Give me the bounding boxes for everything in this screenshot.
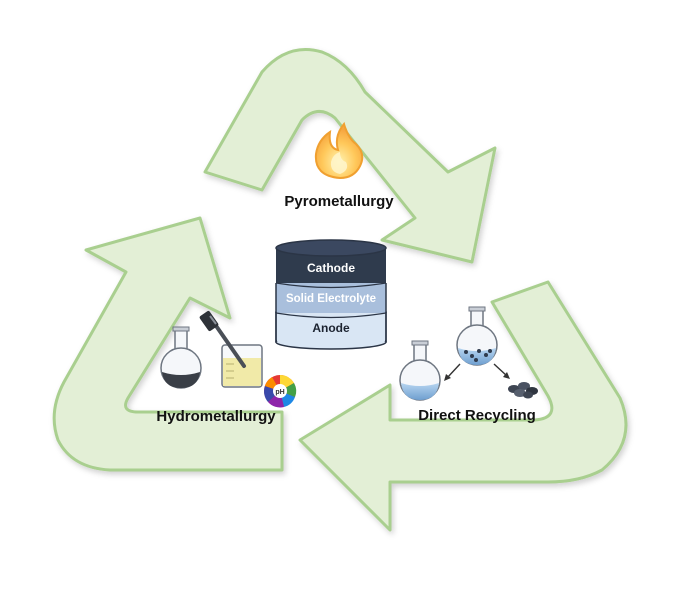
hydro-glassware: pH	[160, 310, 297, 408]
electrolyte-label: Solid Electrolyte	[286, 293, 376, 305]
recycle-arrows	[52, 48, 628, 532]
flame-icon	[314, 121, 364, 180]
arrow-top	[203, 48, 497, 264]
cathode-label: Cathode	[307, 261, 355, 275]
pyrometallurgy-label: Pyrometallurgy	[284, 193, 394, 210]
anode-label: Anode	[312, 321, 350, 335]
flask-icon	[456, 306, 498, 366]
ph-wheel-icon: pH	[264, 374, 297, 408]
battery-stack: Cathode Solid Electrolyte Anode	[275, 239, 387, 350]
pipette-icon	[199, 310, 246, 368]
direct-recycling-label: Direct Recycling	[418, 407, 536, 424]
hydrometallurgy-label: Hydrometallurgy	[156, 408, 276, 425]
ph-badge: pH	[275, 389, 284, 396]
arrow-left	[52, 216, 284, 472]
particles-icon	[508, 382, 538, 399]
direct-glassware	[399, 306, 538, 401]
arrow-right	[298, 280, 628, 532]
flask-icon	[160, 326, 202, 389]
flask-icon	[399, 340, 441, 401]
